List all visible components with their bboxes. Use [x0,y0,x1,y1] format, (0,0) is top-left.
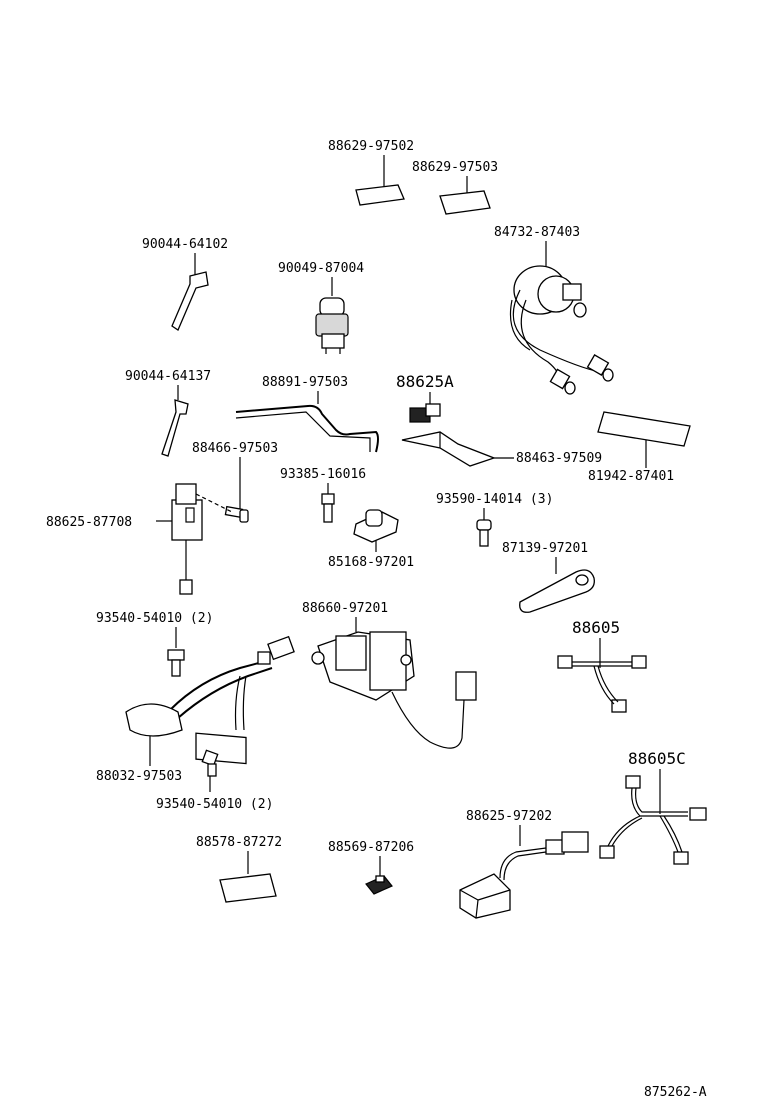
part-88032-97503: 88032-97503 [96,635,295,784]
part-81942-87401: 81942-87401 [588,411,691,484]
label-88625-87708: 88625-87708 [46,515,132,530]
part-88578-87272: 88578-87272 [196,835,282,903]
label-93540-54010-a: 93540-54010 (2) [96,611,213,626]
label-88891-97503: 88891-97503 [262,375,348,390]
label-88466-97503: 88466-97503 [192,441,278,456]
label-88629-97503: 88629-97503 [412,160,498,175]
part-93540-54010-b: 93540-54010 (2) [156,749,273,812]
label-88032-97503: 88032-97503 [96,769,182,784]
part-93540-54010-a: 93540-54010 (2) [96,611,213,677]
label-88578-87272: 88578-87272 [196,835,282,850]
part-88466-97503: 88466-97503 [192,441,278,523]
part-88463-97509: 88463-97509 [494,451,602,466]
label-81942-87401: 81942-87401 [588,469,674,484]
part-85168-97201: 85168-97201 [328,509,414,570]
part-84732-87403: 84732-87403 [494,225,614,395]
part-88625-87708: 88625-87708 [46,483,233,595]
label-87139-97201: 87139-97201 [502,541,588,556]
label-90044-64137: 90044-64137 [125,369,211,384]
label-88463-97509: 88463-97509 [516,451,602,466]
part-88891-97503: 88891-97503 [235,375,379,453]
label-88625-97202: 88625-97202 [466,809,552,824]
part-88660-97201: 88660-97201 [302,601,477,749]
label-93590-14014: 93590-14014 (3) [436,492,553,507]
part-90049-87004: 90049-87004 [278,261,364,354]
label-88605C: 88605C [628,749,686,768]
part-88625A: 88625A [396,372,496,467]
label-90049-87004: 90049-87004 [278,261,364,276]
part-93590-14014: 93590-14014 (3) [436,492,553,547]
part-90044-64102: 90044-64102 [142,237,228,331]
label-84732-87403: 84732-87403 [494,225,580,240]
part-88629-97502: 88629-97502 [328,139,414,206]
label-88660-97201: 88660-97201 [302,601,388,616]
part-88629-97503: 88629-97503 [412,160,498,215]
part-88569-87206: 88569-87206 [328,840,414,895]
figure-id: 875262-A [644,1085,707,1100]
part-93385-16016: 93385-16016 [280,467,366,523]
label-93540-54010-b: 93540-54010 (2) [156,797,273,812]
part-90044-64137: 90044-64137 [125,369,211,457]
part-88605C: 88605C [599,749,707,865]
label-85168-97201: 85168-97201 [328,555,414,570]
label-88569-87206: 88569-87206 [328,840,414,855]
label-90044-64102: 90044-64102 [142,237,228,252]
label-88605: 88605 [572,618,620,637]
label-93385-16016: 93385-16016 [280,467,366,482]
label-88625A: 88625A [396,372,454,391]
part-87139-97201: 87139-97201 [502,541,595,613]
label-88629-97502: 88629-97502 [328,139,414,154]
part-88625-97202: 88625-97202 [459,809,589,919]
part-88605: 88605 [557,618,647,713]
